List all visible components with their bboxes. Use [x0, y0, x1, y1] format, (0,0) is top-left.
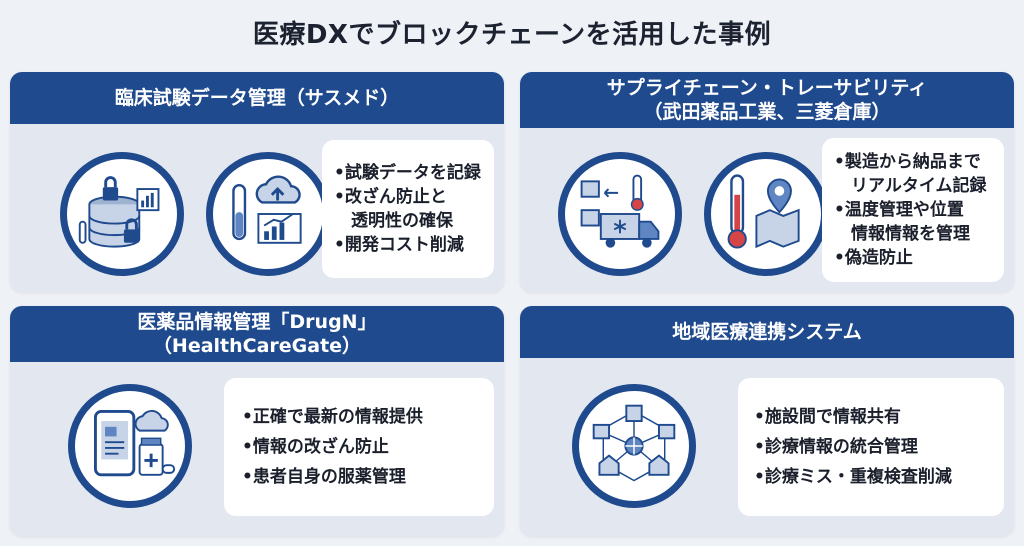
bullet-item: 情報情報を管理	[834, 224, 970, 244]
bullet-list: •施設間で情報共有 •診療情報の統合管理 •診療ミス・重複検査削減	[738, 378, 1004, 516]
bullet-list: •正確で最新の情報提供 •情報の改ざん防止 •患者自身の服薬管理	[224, 378, 494, 516]
bullet-item: •情報の改ざん防止	[242, 437, 389, 457]
bullet-item: •正確で最新の情報提供	[242, 407, 423, 427]
bullet-item: リアルタイム記録	[834, 176, 987, 196]
card-header: 地域医療連携システム	[520, 306, 1014, 358]
card-header: サプライチェーン・トレーサビリティ （武田薬品工業、三菱倉庫）	[520, 72, 1014, 128]
bullet-list: •試験データを記録 •改ざん防止と 透明性の確保 •開発コスト削減	[322, 140, 494, 278]
card-header-subtitle: （HealthCareGate）	[152, 335, 362, 357]
bullet-item: 透明性の確保	[334, 211, 453, 231]
hospital-network-icon	[572, 384, 696, 508]
card-clinical-trial: 臨床試験データ管理（サスメド）	[10, 72, 504, 292]
bullet-item: •施設間で情報共有	[754, 407, 901, 427]
bullet-item: •改ざん防止と	[334, 187, 447, 207]
card-regional-medical: 地域医療連携システム •施設間で情報共有 •診療情報の統合管理 •診療ミス・重複…	[520, 306, 1014, 536]
card-header: 臨床試験データ管理（サスメド）	[10, 72, 504, 124]
card-header: 医薬品情報管理「DrugN」 （HealthCareGate）	[10, 306, 504, 362]
card-header-title: 臨床試験データ管理（サスメド）	[114, 87, 400, 109]
card-supply-chain: サプライチェーン・トレーサビリティ （武田薬品工業、三菱倉庫） •製造から納品ま…	[520, 72, 1014, 292]
card-header-subtitle: （武田薬品工業、三菱倉庫）	[643, 101, 891, 123]
refrigerated-truck-icon	[558, 152, 682, 276]
bullet-item: •試験データを記録	[334, 163, 481, 183]
bullet-list: •製造から納品まで リアルタイム記録 •温度管理や位置 情報情報を管理 •偽造防…	[822, 138, 1004, 282]
card-drug-info: 医薬品情報管理「DrugN」 （HealthCareGate） •正確で最新の情…	[10, 306, 504, 536]
bullet-item: •温度管理や位置	[834, 200, 964, 220]
flask-cloud-chart-icon	[206, 152, 330, 276]
database-lock-icon	[60, 152, 184, 276]
bullet-item: •患者自身の服薬管理	[242, 467, 406, 487]
bullet-item: •診療情報の統合管理	[754, 437, 918, 457]
bullet-item: •診療ミス・重複検査削減	[754, 467, 952, 487]
bullet-item: •製造から納品まで	[834, 152, 981, 172]
thermometer-map-icon	[704, 152, 828, 276]
card-header-title: 地域医療連携システム	[672, 321, 862, 343]
card-header-title: 医薬品情報管理「DrugN」	[137, 311, 377, 333]
bullet-item: •偽造防止	[834, 248, 913, 268]
bullet-item: •開発コスト削減	[334, 235, 464, 255]
tablet-medicine-cloud-icon	[68, 384, 192, 508]
card-header-title: サプライチェーン・トレーサビリティ	[606, 77, 928, 99]
page-title: 医療DXでブロックチェーンを活用した事例	[252, 20, 772, 50]
